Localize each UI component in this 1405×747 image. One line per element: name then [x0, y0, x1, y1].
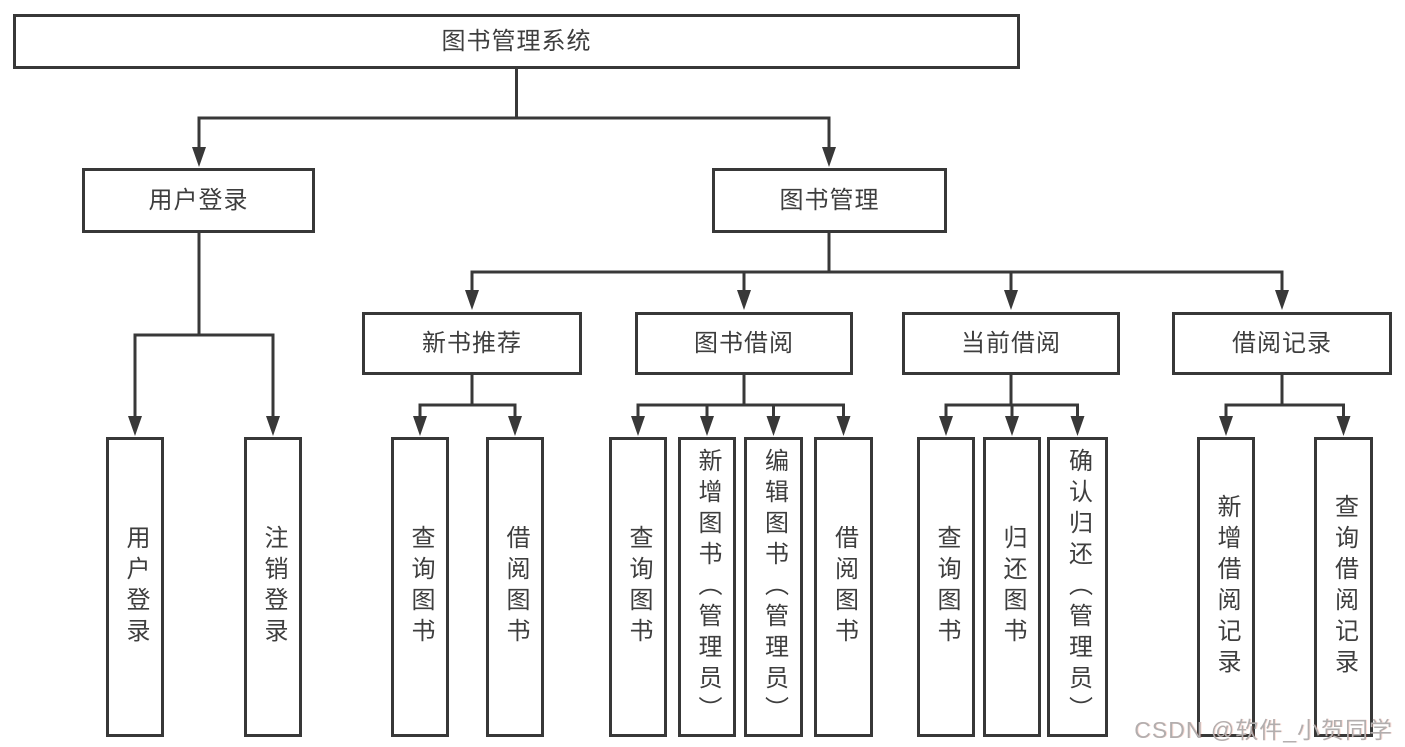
leaf-edit-book-admin: 编辑图书（管理员） [744, 437, 803, 737]
node-current-borrowing: 当前借阅 [902, 312, 1120, 375]
node-label: 图书管理系统 [441, 27, 592, 55]
node-book-borrowing: 图书借阅 [635, 312, 853, 375]
arrowhead-icons [128, 147, 1351, 436]
leaf-query-book-current: 查询图书 [917, 437, 975, 737]
node-label: 新增借阅记录 [1213, 494, 1240, 680]
leaf-user-login: 用户登录 [106, 437, 164, 737]
node-label: 借阅记录 [1232, 329, 1332, 357]
leaf-logout: 注销登录 [244, 437, 302, 737]
leaf-return-book: 归还图书 [983, 437, 1041, 737]
csdn-watermark: CSDN @软件_小贺同学 [1134, 717, 1393, 743]
node-label: 注销登录 [260, 525, 287, 649]
node-book-management: 图书管理 [712, 168, 947, 233]
node-label: 归还图书 [999, 525, 1026, 649]
leaf-query-borrow-record: 查询借阅记录 [1314, 437, 1373, 737]
node-library-management-system: 图书管理系统 [13, 14, 1020, 69]
node-new-book-recommend: 新书推荐 [362, 312, 582, 375]
leaf-add-borrow-record: 新增借阅记录 [1197, 437, 1255, 737]
node-label: 借阅图书 [830, 525, 858, 649]
leaf-query-book-recommend: 查询图书 [391, 437, 449, 737]
node-label: 当前借阅 [961, 329, 1061, 357]
node-label: 用户登录 [122, 525, 149, 649]
node-label: 新增图书（管理员） [694, 447, 721, 727]
node-label: 查询图书 [933, 525, 960, 649]
node-label: 用户登录 [148, 186, 249, 214]
node-label: 借阅图书 [502, 525, 529, 649]
node-label: 查询借阅记录 [1330, 494, 1358, 680]
node-label: 编辑图书（管理员） [760, 447, 788, 727]
node-label: 确认归还（管理员） [1064, 447, 1092, 727]
leaf-borrow-book-borrowing: 借阅图书 [814, 437, 873, 737]
leaf-add-book-admin: 新增图书（管理员） [678, 437, 736, 737]
leaf-borrow-book-recommend: 借阅图书 [486, 437, 544, 737]
tree-edge-lines [133, 69, 1345, 420]
node-label: 查询图书 [625, 525, 652, 649]
node-label: 查询图书 [407, 525, 434, 649]
node-borrowing-records: 借阅记录 [1172, 312, 1392, 375]
node-user-login: 用户登录 [82, 168, 315, 233]
node-label: 图书借阅 [694, 329, 794, 357]
node-label: 新书推荐 [422, 329, 522, 357]
leaf-confirm-return-admin: 确认归还（管理员） [1047, 437, 1108, 737]
leaf-query-book-borrowing: 查询图书 [609, 437, 667, 737]
node-label: 图书管理 [779, 186, 880, 214]
